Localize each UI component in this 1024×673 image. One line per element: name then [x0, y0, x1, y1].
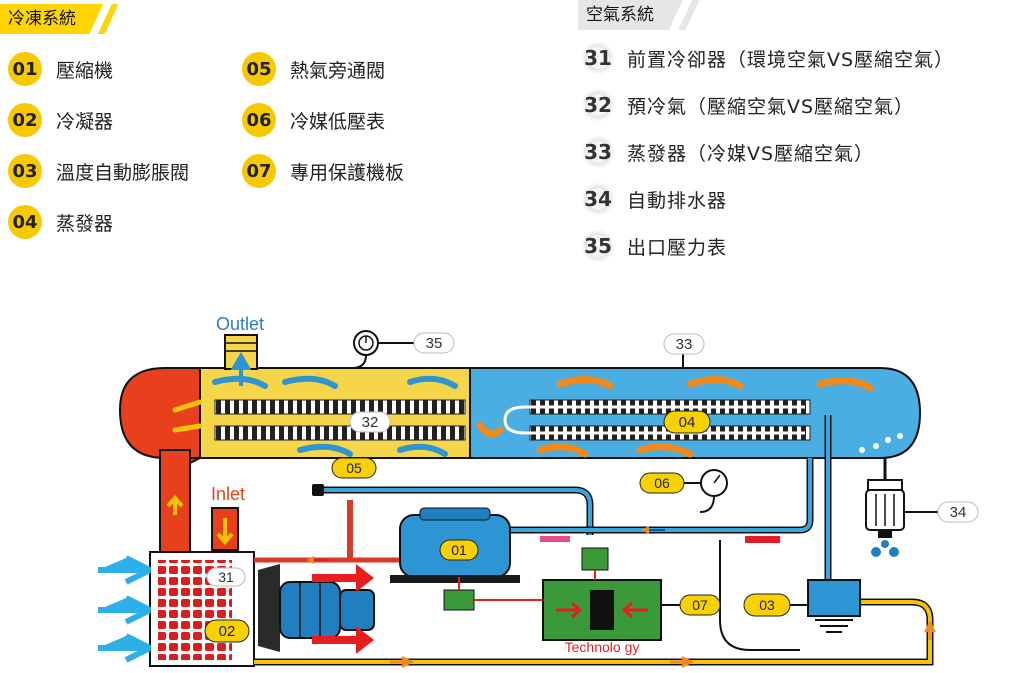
callout-31: 31 — [206, 567, 246, 587]
svg-text:07: 07 — [692, 597, 708, 613]
legend-label: 冷媒低壓表 — [290, 110, 386, 133]
legend-number: 03 — [8, 154, 42, 188]
title-slash-decoration — [662, 0, 700, 30]
legend-label: 熱氣旁通閥 — [290, 59, 386, 82]
callout-34 — [937, 501, 979, 523]
legend-item-04: 04 蒸發器 — [8, 205, 113, 239]
auto-drain-icon: 34 — [865, 458, 979, 557]
legend-label: 前置冷卻器（環境空氣VS壓縮空氣） — [627, 48, 955, 71]
legend-label: 壓縮機 — [56, 59, 114, 82]
legend-label: 蒸發器 — [56, 212, 114, 235]
condensate-drops-icon — [859, 433, 903, 453]
airflow-swirls — [172, 375, 874, 458]
air-title-text: 空氣系統 — [578, 0, 662, 30]
legend-label: 自動排水器 — [627, 189, 728, 212]
refrigerated-air-dryer-diagram: Outlet 32 04 33 — [98, 314, 979, 668]
legend-number: 33 — [581, 135, 615, 169]
legend-label: 冷凝器 — [56, 110, 114, 133]
legend-number: 31 — [581, 41, 615, 75]
refrigerant-piping — [254, 415, 936, 668]
legend-item-06: 06 冷媒低壓表 — [242, 103, 385, 137]
svg-text:34: 34 — [950, 504, 967, 521]
svg-text:04: 04 — [679, 414, 696, 431]
legend-item-05: 05 熱氣旁通閥 — [242, 52, 385, 86]
svg-text:05: 05 — [346, 460, 362, 476]
precooler-fins-top — [214, 399, 466, 415]
callout-04: 04 — [663, 410, 711, 434]
svg-text:03: 03 — [759, 597, 775, 613]
outlet-label: Outlet — [216, 314, 264, 334]
compressor-icon: 01 — [390, 507, 520, 583]
low-pressure-gauge: 06 — [639, 469, 728, 513]
refrigeration-title-text: 冷凍系統 — [0, 4, 84, 34]
legend-label: 專用保護機板 — [290, 161, 405, 184]
air-section-title: 空氣系統 — [578, 0, 700, 30]
board-label: Technolo gy — [565, 639, 640, 655]
callout-02: 02 — [204, 619, 250, 643]
svg-text:06: 06 — [654, 475, 670, 491]
hot-air-section — [118, 367, 201, 553]
evaporator-coil-loop — [503, 405, 805, 435]
legend-number: 34 — [581, 182, 615, 216]
legend-item-01: 01 壓縮機 — [8, 52, 113, 86]
exhaust-air-arrows — [312, 564, 374, 654]
legend-item-35: 35 出口壓力表 — [581, 229, 727, 263]
ambient-air-arrows — [98, 555, 152, 663]
protection-board: Technolo gy 07 — [443, 547, 721, 655]
inlet-label: Inlet — [211, 484, 245, 504]
title-slash-decoration — [84, 4, 118, 34]
legend-item-07: 07 專用保護機板 — [242, 154, 404, 188]
legend-number: 04 — [8, 205, 42, 239]
legend-label: 預冷氣（壓縮空氣VS壓縮空氣） — [627, 95, 915, 118]
legend-label: 溫度自動膨脹閥 — [56, 161, 190, 184]
svg-text:31: 31 — [218, 569, 234, 585]
callout-33: 33 — [663, 333, 705, 368]
svg-text:33: 33 — [676, 336, 693, 353]
legend-item-03: 03 溫度自動膨脹閥 — [8, 154, 189, 188]
precooler-fins-bottom — [214, 425, 466, 441]
svg-text:35: 35 — [426, 335, 443, 352]
legend-item-32: 32 預冷氣（壓縮空氣VS壓縮空氣） — [581, 88, 914, 122]
thermostat-icon — [443, 589, 475, 611]
outlet-arrow — [230, 352, 252, 386]
legend-item-33: 33 蒸發器（冷媒VS壓縮空氣） — [581, 135, 874, 169]
callout-01-text: 01 — [451, 542, 467, 558]
legend-item-31: 31 前置冷卻器（環境空氣VS壓縮空氣） — [581, 41, 954, 75]
callout-01 — [439, 539, 479, 561]
expansion-valve-icon: 03 — [743, 579, 861, 633]
refrigeration-section-title: 冷凍系統 — [0, 4, 118, 34]
legend-item-34: 34 自動排水器 — [581, 182, 727, 216]
callout-05: 05 — [331, 457, 377, 479]
svg-text:02: 02 — [219, 623, 236, 640]
legend-number: 35 — [581, 229, 615, 263]
outlet-pressure-gauge: 35 — [351, 330, 455, 369]
callout-32: 32 — [349, 411, 391, 433]
legend-label: 蒸發器（冷媒VS壓縮空氣） — [627, 142, 875, 165]
legend-item-02: 02 冷凝器 — [8, 103, 113, 137]
legend-number: 32 — [581, 88, 615, 122]
svg-text:32: 32 — [362, 414, 379, 431]
condenser-fan-icon — [258, 564, 375, 652]
legend-number: 07 — [242, 154, 276, 188]
legend-number: 01 — [8, 52, 42, 86]
legend-label: 出口壓力表 — [627, 236, 728, 259]
legend-number: 05 — [242, 52, 276, 86]
legend-number: 06 — [242, 103, 276, 137]
legend-number: 02 — [8, 103, 42, 137]
callout-07 — [679, 594, 721, 616]
